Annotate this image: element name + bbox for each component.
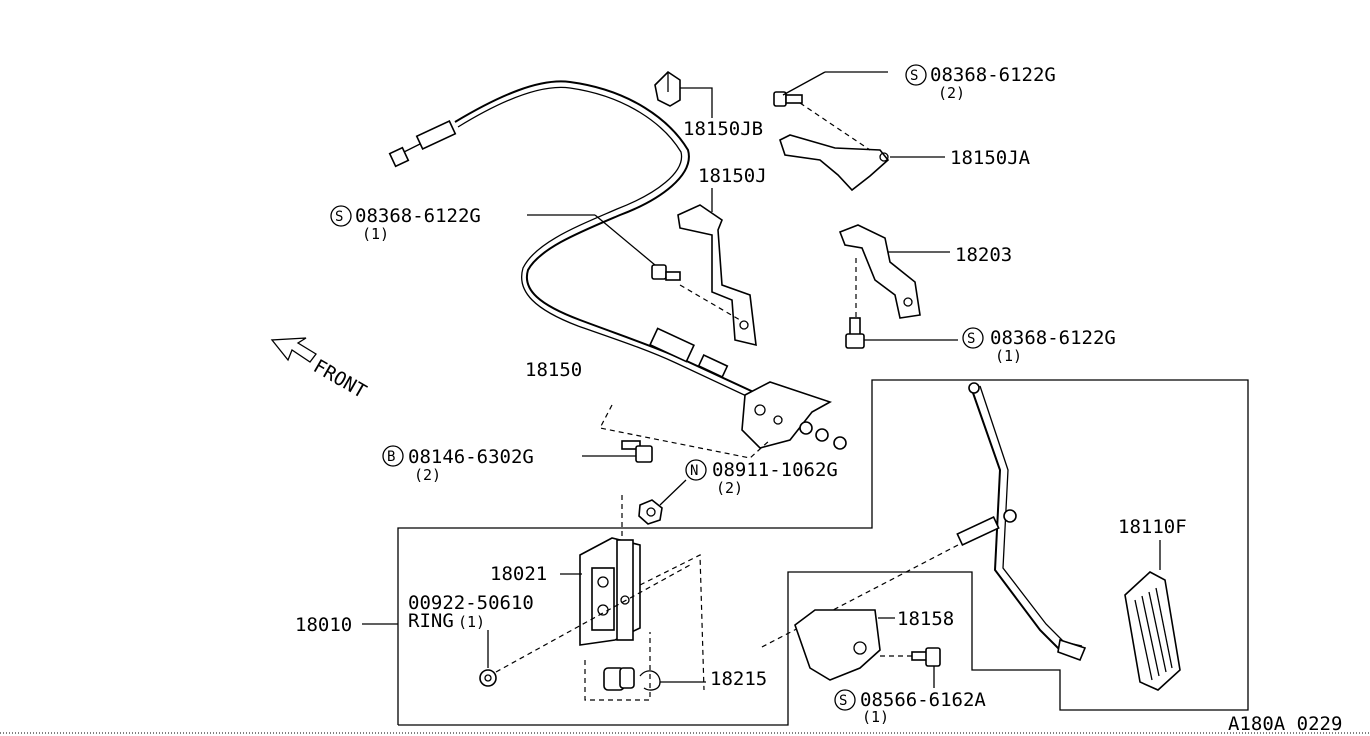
label-ring: RING xyxy=(408,610,454,632)
front-arrow-icon xyxy=(270,337,317,363)
label-nut-n: 08911-1062G xyxy=(712,459,838,481)
symbol-bolt-right: S xyxy=(967,331,975,347)
bolt-left xyxy=(527,214,741,321)
symbol-bolt-left: S xyxy=(335,209,343,225)
bolt-top xyxy=(773,71,888,151)
label-18150ja: 18150JA xyxy=(950,147,1031,169)
label-18010: 18010 xyxy=(295,614,352,636)
qty-screw-bottom: (1) xyxy=(862,708,889,726)
pedal-pad-18110f xyxy=(1124,540,1181,691)
qty-bolt-right: (1) xyxy=(995,347,1022,365)
screw-bottom xyxy=(880,647,941,688)
clamp-18150jb xyxy=(654,70,713,118)
qty-nut-n: (2) xyxy=(716,479,743,497)
symbol-bolt-b: B xyxy=(387,449,395,465)
bolt-b xyxy=(582,440,653,463)
label-18021: 18021 xyxy=(490,563,547,585)
ring xyxy=(479,564,691,687)
label-front: FRONT xyxy=(310,355,371,403)
label-ring-number: 00922-50610 xyxy=(408,592,534,614)
cable-pedal-bracket xyxy=(599,381,847,459)
nut-n xyxy=(638,479,687,525)
qty-bolt-top: (2) xyxy=(938,84,965,102)
bolt-right xyxy=(845,258,958,349)
bracket-18150ja xyxy=(779,134,945,192)
qty-bolt-left: (1) xyxy=(362,225,389,243)
symbol-screw-bottom: S xyxy=(839,693,847,709)
label-screw-bottom: 08566-6162A xyxy=(860,689,986,711)
reference-code: A180A 0229 xyxy=(1228,713,1342,735)
label-bolt-top: 08368-6122G xyxy=(930,64,1056,86)
bushing-18215 xyxy=(603,667,706,691)
label-18203: 18203 xyxy=(955,244,1012,266)
label-bolt-b: 08146-6302G xyxy=(408,446,534,468)
pedal-arm xyxy=(759,382,1087,662)
bracket-18203 xyxy=(838,224,950,319)
label-18215: 18215 xyxy=(710,668,767,690)
label-18110f: 18110F xyxy=(1118,516,1187,538)
qty-bolt-b: (2) xyxy=(414,466,441,484)
symbol-bolt-top: S xyxy=(910,68,918,84)
label-18158: 18158 xyxy=(897,608,954,630)
stopper-18158 xyxy=(794,609,895,681)
labels: 18150JB 18150J 18150JA 18203 18150 18010… xyxy=(295,64,1342,735)
accelerator-cable xyxy=(388,80,761,401)
qty-ring: (1) xyxy=(458,613,485,631)
pedal-bracket-18021 xyxy=(560,495,705,701)
label-bolt-left: 08368-6122G xyxy=(355,205,481,227)
label-bolt-right: 08368-6122G xyxy=(990,327,1116,349)
label-18150j: 18150J xyxy=(698,165,767,187)
symbol-nut-n: N xyxy=(690,463,698,479)
label-18150jb: 18150JB xyxy=(683,118,763,140)
label-18150: 18150 xyxy=(525,359,582,381)
pedal-assembly-outline xyxy=(362,379,1249,726)
bracket-18150j xyxy=(677,188,757,347)
